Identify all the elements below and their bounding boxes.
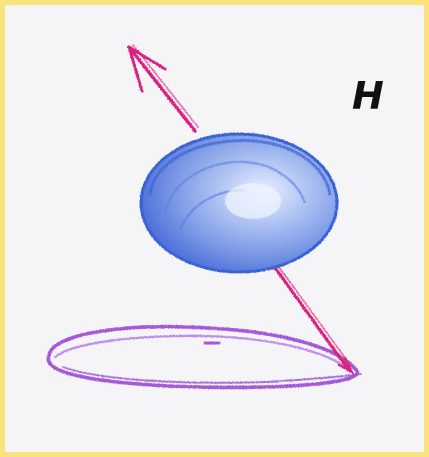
drawing-paper: H xyxy=(5,5,424,452)
precession-orbit-ring xyxy=(48,327,361,388)
sphere-drawing xyxy=(141,134,337,272)
field-label-h: H xyxy=(352,77,384,115)
spin-axis-upper xyxy=(129,45,198,131)
illustration-svg xyxy=(5,5,424,452)
spin-axis-lower xyxy=(276,267,352,372)
